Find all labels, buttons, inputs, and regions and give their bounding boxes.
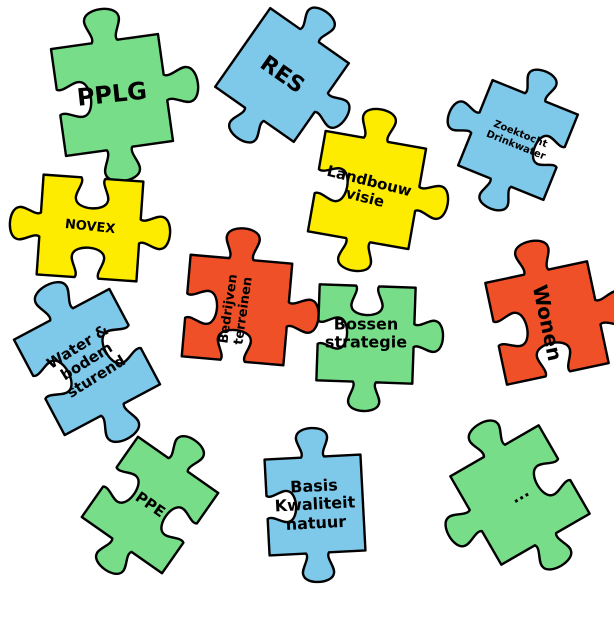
piece-outline — [446, 68, 580, 212]
piece-outline — [213, 6, 351, 144]
puzzle-piece-shape — [80, 435, 220, 575]
piece-outline — [315, 283, 445, 413]
puzzle-piece-shape — [444, 419, 591, 571]
puzzle-piece-shape — [213, 6, 351, 144]
piece-label: Basis Kwaliteit natuur — [239, 474, 392, 537]
puzzle-piece-shape — [180, 227, 320, 367]
piece-outline — [263, 426, 367, 584]
piece-outline — [484, 239, 614, 386]
puzzle-piece-shape — [49, 7, 200, 183]
puzzle-piece-shape — [446, 68, 580, 212]
piece-outline — [8, 173, 172, 283]
puzzle-piece-shape — [263, 426, 367, 584]
piece-outline — [444, 419, 591, 571]
label-line: Bossen — [333, 314, 399, 334]
piece-outline — [180, 227, 320, 367]
piece-outline — [80, 435, 220, 575]
puzzle-piece-shape — [8, 173, 172, 283]
puzzle-board: PPLG RES Zoektocht Drinkwater NOVEX Land… — [8, 6, 614, 584]
label-line: strategie — [324, 333, 408, 352]
puzzle-piece-shape — [306, 107, 450, 273]
piece-outline — [306, 107, 450, 273]
piece-outline — [49, 7, 200, 183]
piece-outline — [12, 280, 162, 444]
puzzle-piece-shape — [12, 280, 162, 444]
piece-label: Bossen strategie — [291, 314, 441, 353]
puzzle-piece-shape — [484, 239, 614, 386]
puzzle-piece-shape — [315, 283, 445, 413]
